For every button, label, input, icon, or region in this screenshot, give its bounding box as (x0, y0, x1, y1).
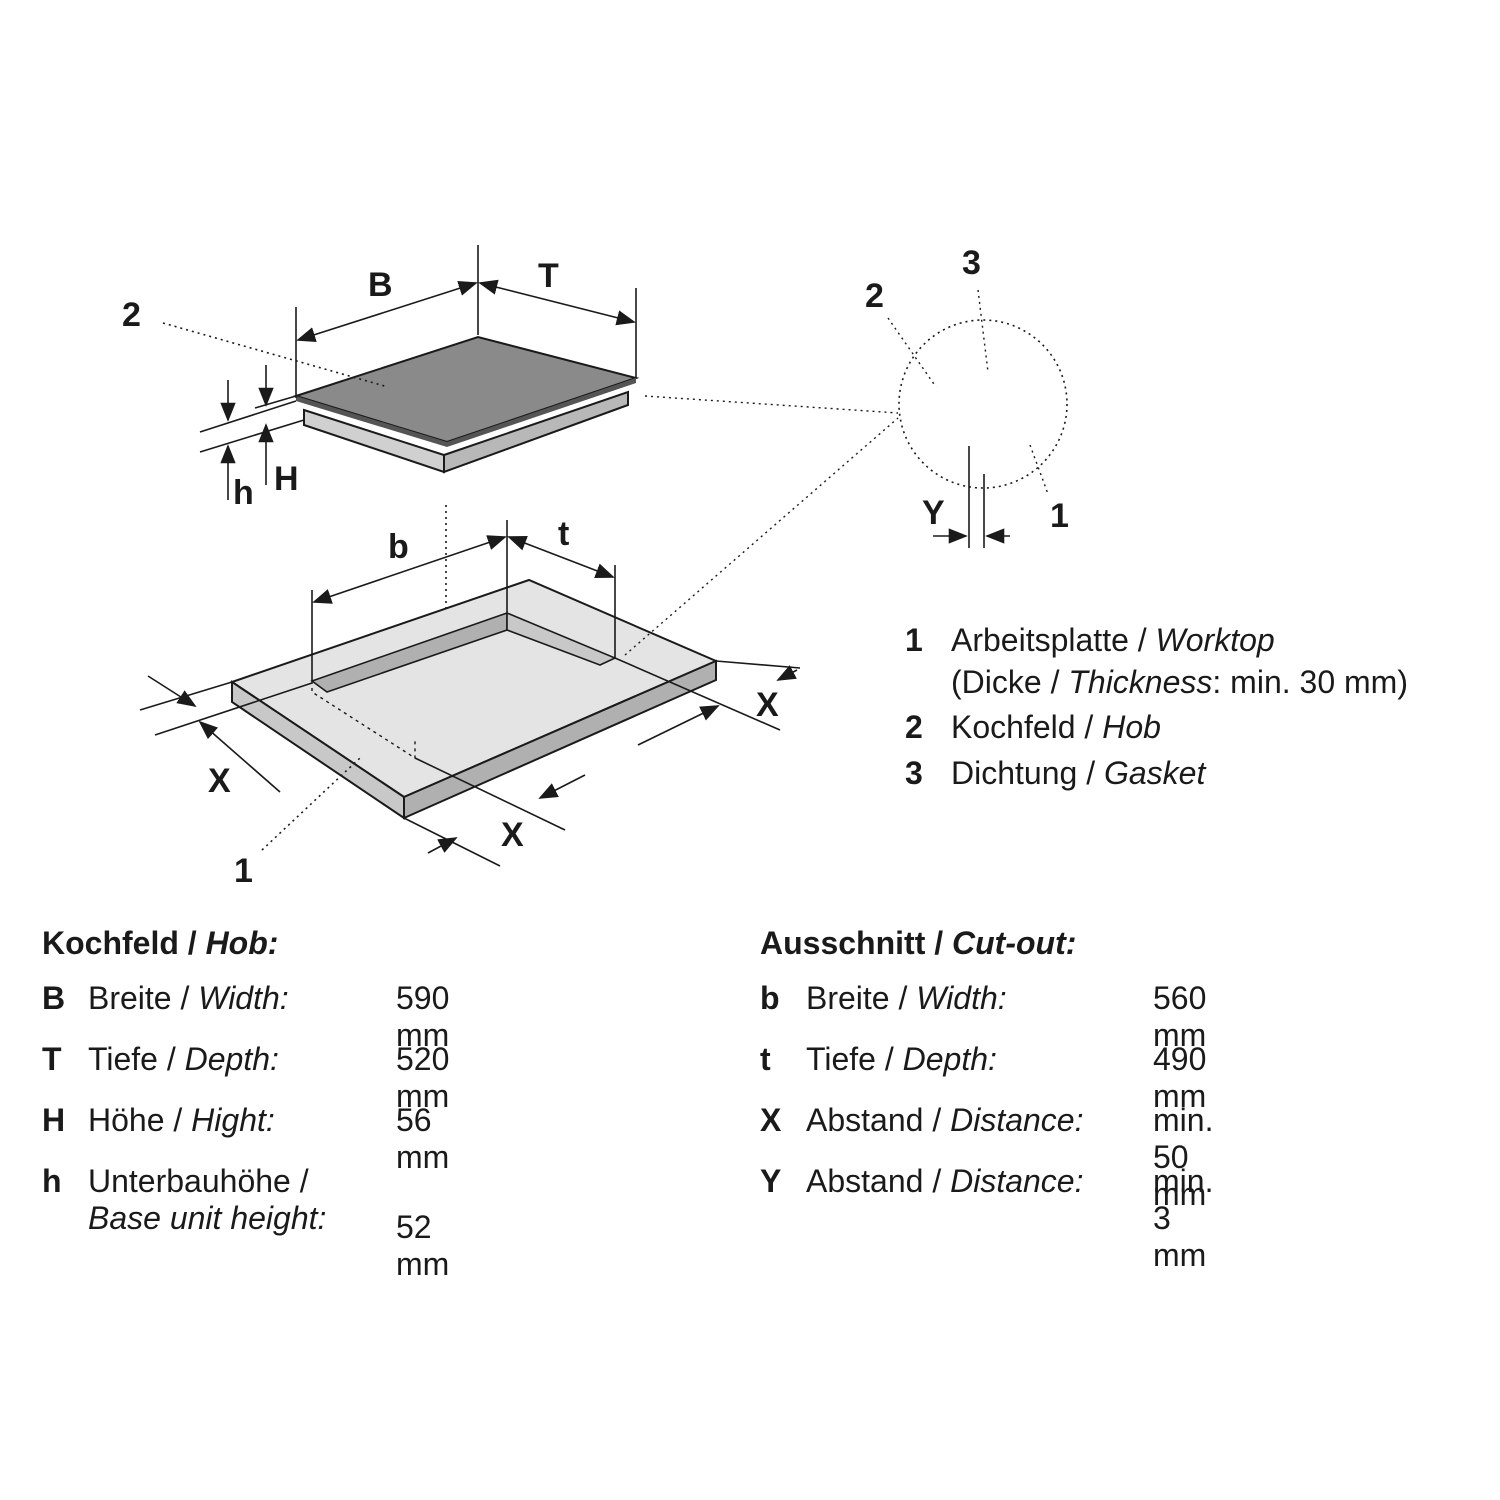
legend-line2-italic: Thickness (1068, 663, 1213, 700)
dim-label-T: T (538, 257, 559, 295)
legend-text-en: Hob (1102, 709, 1161, 746)
legend-text-de: Arbeitsplatte / (951, 622, 1156, 658)
row-symbol: t (760, 1041, 771, 1077)
dim-label-h: h (233, 474, 254, 512)
row-value: 560 mm (1153, 980, 1207, 1053)
detail-label-2: 2 (865, 277, 884, 315)
legend-num: 2 (905, 709, 923, 746)
table-row: Y Abstand / Distance: min. 3 mm (760, 1163, 1214, 1273)
row-symbol: h (42, 1163, 62, 1199)
legend-text-de: Dichtung / (951, 754, 1104, 791)
hob-table-title: Kochfeld / Hob: (42, 925, 279, 961)
cutout-spec-table: Ausschnitt / Cut-out: b Breite / Width: … (760, 925, 1214, 1273)
detail-leader-3 (977, 289, 989, 373)
detail-connector-bottom (624, 417, 899, 656)
legend-num: 3 (905, 754, 923, 791)
row-symbol: X (760, 1102, 782, 1138)
worktop-side-edge (403, 659, 717, 820)
detail-label-1: 1 (1050, 497, 1069, 535)
table-row: B Breite / Width: 590 mm (42, 980, 450, 1053)
dim-label-B: B (368, 266, 393, 304)
legend-text-de: Kochfeld / (951, 709, 1103, 746)
row-value: 520 mm (396, 1041, 450, 1114)
detail-label-3: 3 (962, 244, 981, 282)
hob-dimensions (199, 245, 637, 500)
row-symbol: b (760, 980, 780, 1016)
row-value: 52 mm (396, 1209, 450, 1282)
cutout-inner-right (506, 611, 617, 666)
table-row: T Tiefe / Depth: 520 mm (42, 1041, 450, 1114)
row-symbol: T (42, 1041, 62, 1077)
detail-connector-top (644, 395, 899, 414)
legend-item-1: 1 Arbeitsplatte / Worktop (Dicke / Thick… (905, 620, 1408, 703)
legend-text-en: Worktop (1155, 622, 1275, 658)
row-value: 490 mm (1153, 1041, 1207, 1114)
row-symbol: B (42, 980, 66, 1016)
detail-circle (898, 319, 1068, 489)
table-row: X Abstand / Distance: min. 50 mm (760, 1102, 1214, 1212)
table-row: b Breite / Width: 560 mm (760, 980, 1207, 1053)
table-row: h Unterbauhöhe /Base unit height: 52 mm (42, 1163, 450, 1282)
hob-drawing (292, 335, 640, 474)
legend-item-2: 2 Kochfeld / Hob (905, 707, 1408, 749)
table-row: t Tiefe / Depth: 490 mm (760, 1041, 1207, 1114)
table-row: H Höhe / Hight: 56 mm (42, 1102, 450, 1175)
detail-leader-2 (887, 317, 937, 388)
worktop-top (229, 578, 719, 799)
hob-body-side (443, 390, 629, 474)
dim-label-H: H (274, 460, 299, 498)
hob-glass-edge-front (296, 396, 447, 447)
dim-label-X-right: X (756, 686, 779, 724)
cutout-table-title: Ausschnitt / Cut-out: (760, 925, 1077, 961)
row-symbol: H (42, 1102, 66, 1138)
cutout-hidden-edge (311, 681, 416, 760)
legend-num: 1 (905, 622, 923, 658)
dim-label-Y: Y (922, 494, 945, 532)
callout-label-2: 2 (122, 296, 141, 334)
detail-leader-1 (1029, 444, 1049, 495)
dim-label-X-left: X (208, 762, 231, 800)
legend-line2-b: : min. 30 mm) (1212, 663, 1408, 700)
row-value: 590 mm (396, 980, 450, 1053)
dim-label-b: b (388, 528, 409, 566)
legend-item-3: 3 Dichtung / Gasket (905, 753, 1408, 795)
row-value: min. 50 mm (1153, 1102, 1214, 1212)
callout-line-hob (162, 322, 389, 388)
cutout-dimensions (139, 520, 801, 867)
callout-line-worktop (261, 757, 361, 851)
detail-view (887, 289, 1068, 548)
hob-spec-table: Kochfeld / Hob: B Breite / Width: 590 mm… (42, 925, 450, 1282)
dim-label-X-bottom: X (501, 816, 524, 854)
worktop-drawing (229, 578, 719, 820)
row-value: 56 mm (396, 1102, 450, 1175)
legend: 1 Arbeitsplatte / Worktop (Dicke / Thick… (905, 620, 1408, 798)
dim-label-t: t (558, 515, 569, 553)
row-value: min. 3 mm (1153, 1163, 1214, 1273)
legend-line2-a: (Dicke / (951, 663, 1069, 700)
row-symbol: Y (760, 1163, 782, 1199)
legend-text-en: Gasket (1103, 754, 1206, 791)
hob-glass-edge-side (447, 378, 636, 447)
callout-label-1: 1 (234, 852, 253, 890)
